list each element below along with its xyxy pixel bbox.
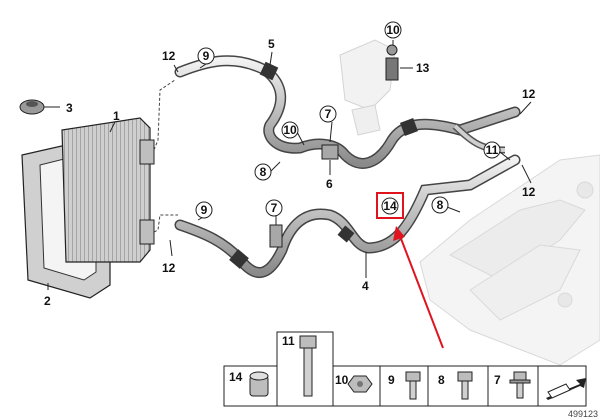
nut-icon <box>347 375 373 393</box>
svg-text:9: 9 <box>201 203 208 217</box>
parts-strip: 14 11 10 9 8 7 <box>223 331 587 407</box>
svg-text:8: 8 <box>437 198 444 212</box>
svg-text:9: 9 <box>203 49 210 63</box>
label-12-upper-right: 12 <box>522 87 536 101</box>
bushing-icon <box>249 371 269 397</box>
svg-text:11: 11 <box>486 143 499 157</box>
callout-11: 11 <box>483 141 501 159</box>
callout-10-mid: 10 <box>281 121 299 139</box>
callout-9-lower: 9 <box>195 201 213 219</box>
label-6: 6 <box>326 177 333 191</box>
strip-label-11: 11 <box>282 334 295 348</box>
long-bolt-icon <box>299 335 317 397</box>
label-1: 1 <box>113 109 120 123</box>
bracket-parts <box>269 44 399 248</box>
strip-label-8: 8 <box>438 373 445 387</box>
expansion-tank <box>339 39 396 136</box>
strip-label-7: 7 <box>494 373 501 387</box>
label-4: 4 <box>362 279 369 293</box>
label-3: 3 <box>66 101 73 115</box>
bolt-8-icon <box>457 371 473 400</box>
callout-7-lower: 7 <box>265 199 283 217</box>
strip-label-9: 9 <box>388 373 395 387</box>
upper-hose-part-5 <box>174 55 521 169</box>
label-12-upper-left: 12 <box>162 49 176 63</box>
strip-label-10: 10 <box>335 373 349 387</box>
svg-text:7: 7 <box>325 107 332 121</box>
svg-text:14: 14 <box>383 199 397 213</box>
callout-8-left: 8 <box>254 163 272 181</box>
svg-text:7: 7 <box>271 201 278 215</box>
svg-text:8: 8 <box>260 165 267 179</box>
bolt-9-icon <box>405 371 421 400</box>
label-13: 13 <box>416 61 430 75</box>
label-5: 5 <box>268 37 275 51</box>
diagram-arrow-icon <box>546 378 586 400</box>
callout-9-upper: 9 <box>197 47 215 65</box>
oil-cooler <box>61 117 155 263</box>
flange-bolt-icon <box>509 371 531 399</box>
engine-block <box>419 154 600 366</box>
callout-7-upper: 7 <box>319 105 337 123</box>
svg-text:10: 10 <box>386 23 400 37</box>
red-arrow <box>393 226 444 349</box>
svg-text:10: 10 <box>283 123 297 137</box>
grommet-part-3 <box>19 99 60 115</box>
label-12-lower-right: 12 <box>522 185 536 199</box>
callout-8-right: 8 <box>431 196 449 214</box>
strip-label-14: 14 <box>229 370 243 384</box>
callout-10-top: 10 <box>384 21 402 39</box>
diagram-image-id: 499123 <box>568 409 598 419</box>
label-2: 2 <box>44 294 51 308</box>
label-12-lower-left: 12 <box>162 261 176 275</box>
highlight-part-14: 14 <box>376 192 404 219</box>
